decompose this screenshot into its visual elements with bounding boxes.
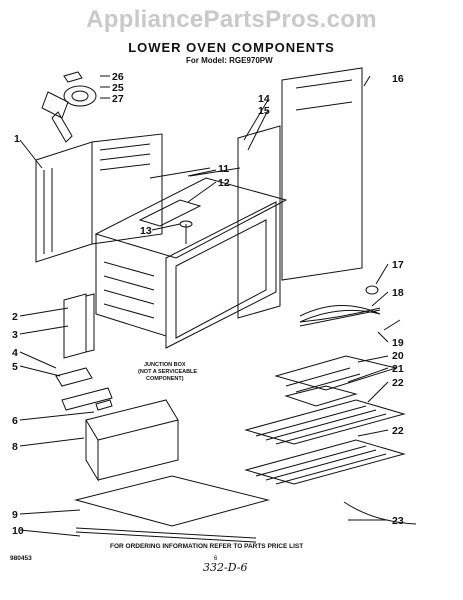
callout-16: 16: [392, 73, 404, 85]
callout-26: 26: [112, 71, 124, 83]
callout-17: 17: [392, 259, 404, 271]
terminal-block-part: [55, 367, 113, 411]
callout-27: 27: [112, 93, 124, 105]
callout-19: 19: [392, 337, 404, 349]
bottom-panel-part: [74, 475, 270, 543]
element-wire-part: [343, 501, 417, 525]
callout-5: 5: [12, 361, 18, 373]
callout-25: 25: [112, 82, 124, 94]
callout-15: 15: [258, 105, 270, 117]
side-bracket-part: [63, 293, 95, 359]
callout-20: 20: [392, 350, 404, 362]
callout-12: 12: [218, 177, 230, 189]
broil-pan-part: [274, 355, 398, 407]
callout-4: 4: [12, 347, 18, 359]
oven-rack-part: [244, 399, 406, 485]
watermark: AppliancePartsPros.com: [86, 6, 377, 33]
callout-21: 21: [392, 363, 404, 375]
callout-1: 1: [14, 133, 20, 145]
callout-14: 14: [258, 93, 270, 105]
callout-9: 9: [12, 509, 18, 521]
model-label: For Model: RGE970PW: [186, 56, 273, 65]
oven-cavity-part: [94, 167, 288, 349]
page-number: 6: [214, 556, 218, 562]
callout-3: 3: [12, 329, 18, 341]
insulation-panel-part: [237, 67, 363, 319]
callout-22-upper: 22: [392, 377, 404, 389]
junction-note-line3: COMPONENT): [146, 376, 184, 382]
callout-23: 23: [392, 515, 404, 527]
handwritten-note: 332-D-6: [203, 561, 248, 574]
junction-note-line2: (NOT A SERVICEABLE: [138, 369, 197, 375]
rear-panel-part: [35, 133, 163, 263]
callout-8: 8: [12, 441, 18, 453]
page-title: LOWER OVEN COMPONENTS: [128, 40, 335, 55]
vent-fan-part: [41, 71, 97, 143]
diagram-code: 980453: [10, 555, 32, 562]
callout-11: 11: [218, 163, 229, 175]
ordering-note: FOR ORDERING INFORMATION REFER TO PARTS …: [110, 543, 304, 550]
callout-13: 13: [140, 225, 152, 237]
junction-note-line1: JUNCTION BOX: [144, 362, 186, 368]
bake-element-part: [299, 285, 401, 331]
callout-22-lower: 22: [392, 425, 404, 437]
leader-lines: [19, 75, 389, 537]
callout-6: 6: [12, 415, 18, 427]
callout-18: 18: [392, 287, 404, 299]
callout-2: 2: [12, 311, 18, 323]
junction-box-part: [85, 399, 179, 482]
callout-10: 10: [12, 525, 24, 537]
